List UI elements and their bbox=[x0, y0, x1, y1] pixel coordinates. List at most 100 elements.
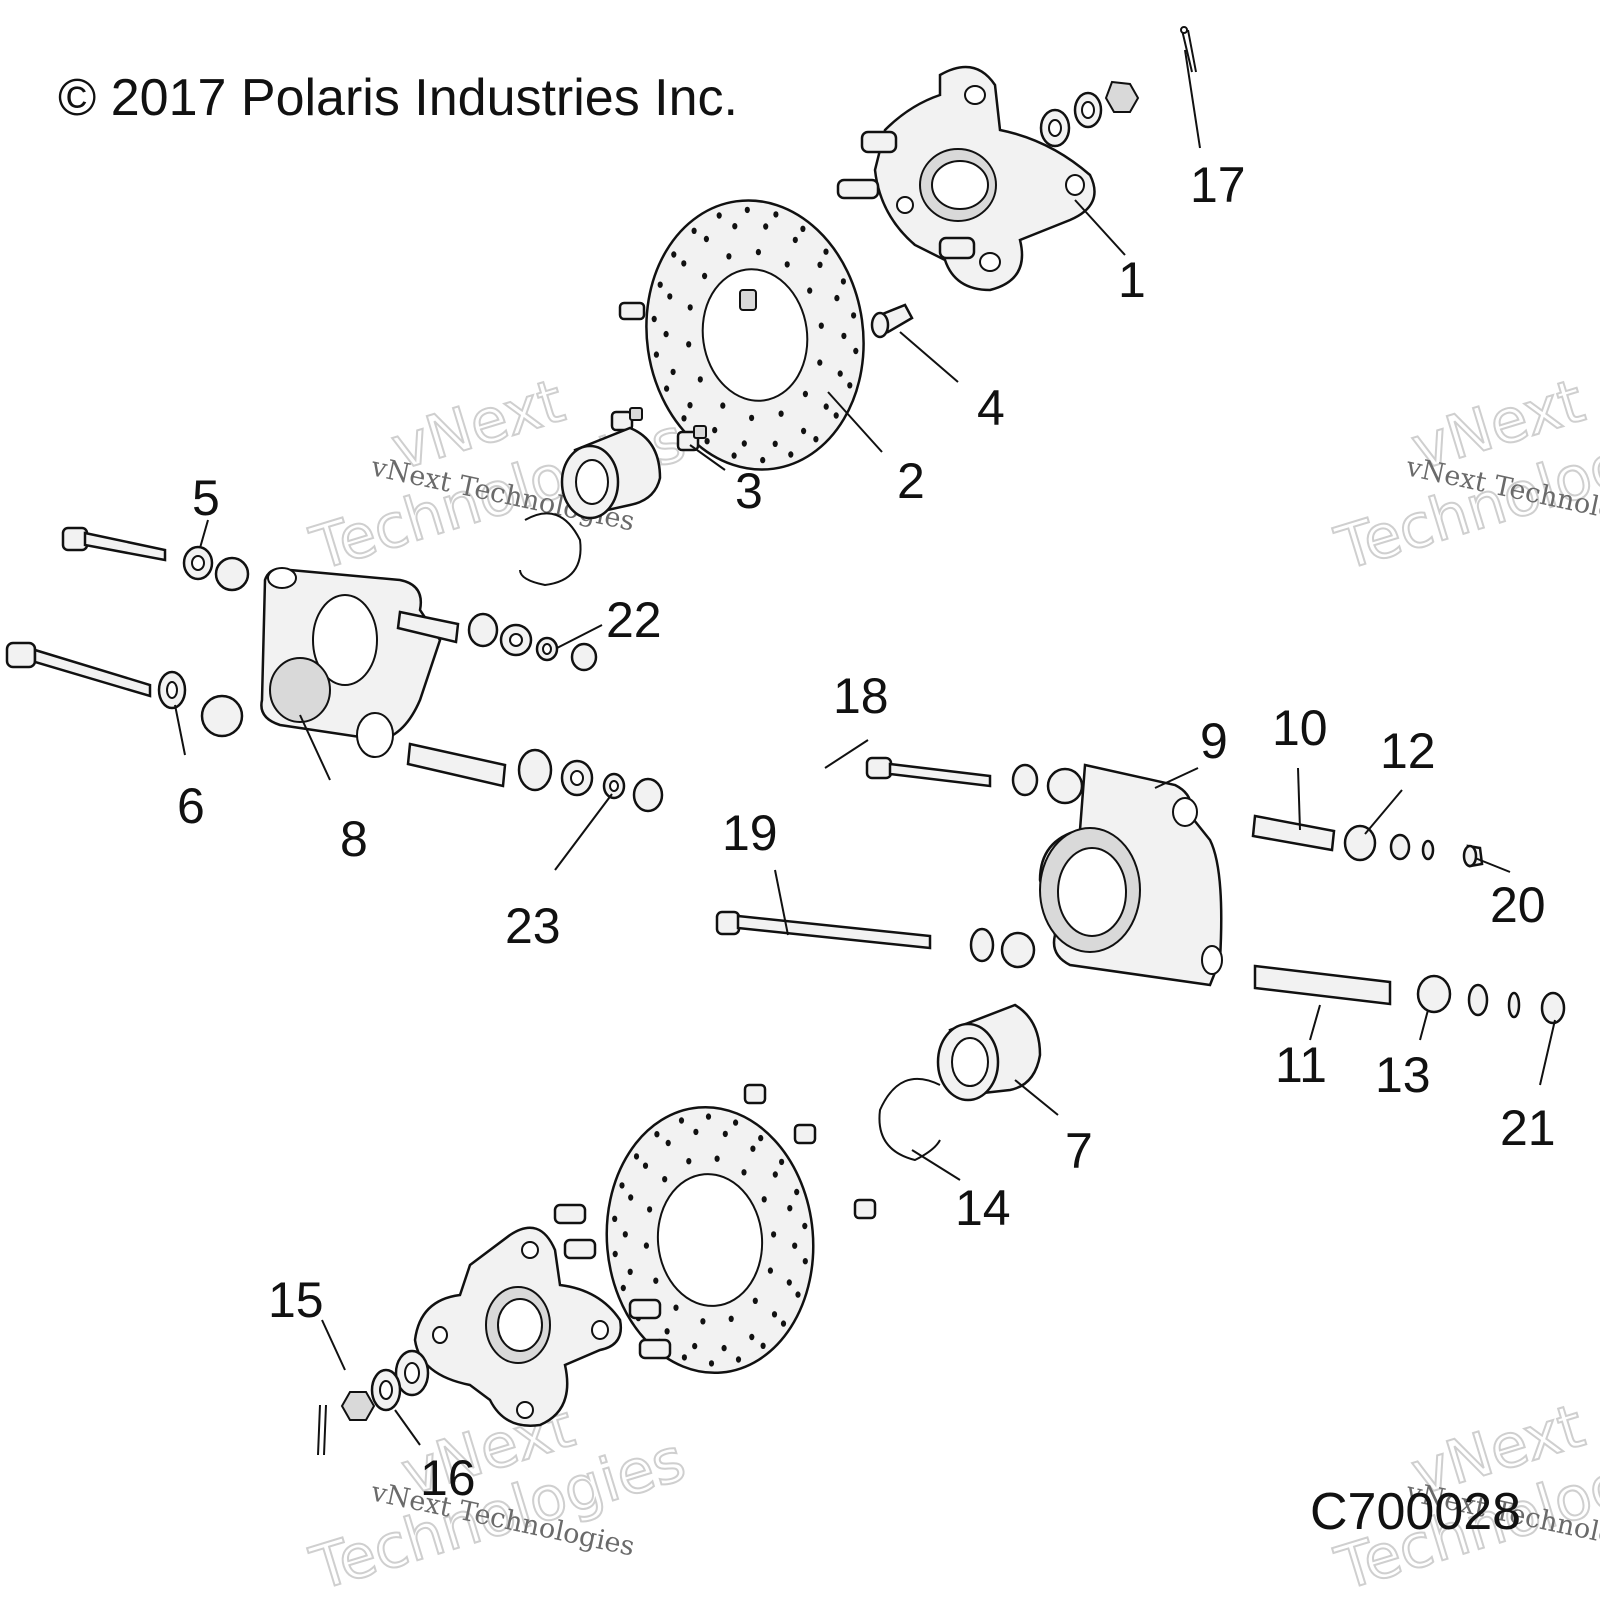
disc-hole bbox=[651, 315, 657, 323]
drawing-id: C700028 bbox=[1310, 1483, 1522, 1541]
disc-hole bbox=[763, 223, 769, 230]
callout-22: 22 bbox=[606, 592, 662, 648]
disc-hole bbox=[612, 1215, 618, 1223]
disc-hole bbox=[671, 251, 677, 258]
disc-hole bbox=[612, 1250, 618, 1258]
disc-hole bbox=[728, 1315, 734, 1323]
shaft-11 bbox=[1253, 964, 1566, 1025]
disc-hole bbox=[664, 385, 670, 392]
disc-hole bbox=[681, 1354, 688, 1361]
disc-hole bbox=[722, 1130, 728, 1138]
disc-hole bbox=[653, 1277, 659, 1284]
disc-hole bbox=[786, 1279, 792, 1286]
disc-hole bbox=[758, 1134, 764, 1142]
bolt-18 bbox=[865, 756, 992, 788]
disc-hole bbox=[662, 1176, 668, 1183]
disc-hole bbox=[686, 341, 692, 348]
disc-hole bbox=[779, 1158, 785, 1166]
callout-6: 6 bbox=[177, 778, 205, 834]
shaft-left-lower bbox=[406, 742, 664, 813]
disc-hole bbox=[653, 351, 660, 358]
callout-2: 2 bbox=[897, 453, 925, 509]
disc-hole bbox=[693, 1128, 699, 1136]
disc-hole bbox=[813, 436, 819, 443]
disc-hole bbox=[772, 440, 778, 447]
disc-hole bbox=[741, 1169, 747, 1176]
disc-hole bbox=[795, 1291, 801, 1298]
disc-hole bbox=[760, 456, 766, 464]
disc-hole bbox=[761, 1196, 767, 1203]
callout-19: 19 bbox=[722, 805, 778, 861]
disc-hole bbox=[686, 1158, 692, 1165]
bearing-top bbox=[560, 426, 662, 520]
disc-hole bbox=[733, 1119, 739, 1126]
callout-21: 21 bbox=[1500, 1100, 1556, 1156]
disc-hole bbox=[792, 1242, 798, 1249]
disc-hole bbox=[817, 359, 823, 366]
callout-10: 10 bbox=[1272, 700, 1328, 756]
callout-5: 5 bbox=[192, 470, 220, 526]
disc-hole bbox=[714, 1155, 720, 1162]
callout-8: 8 bbox=[340, 811, 368, 867]
callout-16: 16 bbox=[420, 1450, 476, 1506]
bearing-lower bbox=[936, 1003, 1042, 1102]
disc-hole bbox=[678, 1117, 685, 1124]
disc-hole bbox=[817, 261, 823, 268]
disc-hole bbox=[760, 1342, 766, 1350]
disc-hole bbox=[741, 440, 747, 447]
disc-hole bbox=[833, 412, 839, 419]
brake-disc-lower bbox=[605, 1105, 815, 1375]
disc-hole bbox=[767, 1267, 774, 1274]
disc-hole bbox=[771, 1311, 778, 1318]
disc-hole bbox=[735, 1356, 742, 1363]
disc-hole bbox=[840, 278, 847, 285]
disc-bolts bbox=[618, 301, 914, 339]
disc-hole bbox=[703, 235, 710, 243]
disc-hole bbox=[670, 368, 676, 376]
disc-hole bbox=[687, 402, 693, 409]
disc-hole bbox=[647, 1206, 653, 1213]
disc-hole bbox=[673, 1304, 679, 1311]
callout-18: 18 bbox=[833, 668, 889, 724]
disc-hole bbox=[802, 1258, 808, 1265]
bolt-left-lower bbox=[5, 641, 152, 698]
disc-hole bbox=[622, 1231, 628, 1238]
disc-hole bbox=[749, 1333, 755, 1341]
disc-hole bbox=[681, 415, 687, 422]
callout-9: 9 bbox=[1200, 713, 1228, 769]
knuckle-right bbox=[1038, 763, 1223, 987]
disc-hole bbox=[705, 1113, 712, 1120]
callout-23: 23 bbox=[505, 898, 561, 954]
disc-hole bbox=[633, 1153, 640, 1160]
disc-hole bbox=[720, 402, 726, 409]
disc-hole bbox=[755, 248, 762, 256]
disc-hole bbox=[802, 390, 809, 398]
disc-hole bbox=[778, 410, 784, 417]
disc-hole bbox=[687, 304, 693, 311]
watermark-bottom-left: vNext Technologies vNext Technologies bbox=[302, 1390, 694, 1600]
disc-hole bbox=[642, 1162, 649, 1169]
disc-hole bbox=[750, 1145, 756, 1152]
disc-hole bbox=[752, 1297, 758, 1305]
disc-hole bbox=[619, 1182, 625, 1189]
snap-ring-top bbox=[519, 512, 582, 587]
knuckle-left bbox=[260, 567, 442, 758]
callout-14: 14 bbox=[955, 1180, 1011, 1236]
snap-ring-lower bbox=[878, 1077, 941, 1162]
disc-hole bbox=[665, 1139, 671, 1147]
disc-hole bbox=[787, 1205, 793, 1212]
disc-hole bbox=[664, 1328, 670, 1335]
disc-hole bbox=[700, 1318, 706, 1325]
disc-hole bbox=[731, 452, 737, 459]
shaft-left-upper bbox=[396, 610, 598, 672]
disc-hole bbox=[801, 427, 807, 435]
callout-20: 20 bbox=[1490, 877, 1546, 933]
disc-hole bbox=[692, 1342, 698, 1350]
disc-hole bbox=[708, 1360, 715, 1367]
bushings-left bbox=[157, 545, 250, 738]
disc-hole bbox=[847, 382, 853, 389]
disc-hole bbox=[834, 294, 840, 302]
disc-hole bbox=[800, 225, 806, 232]
disc-hole bbox=[654, 1131, 660, 1138]
